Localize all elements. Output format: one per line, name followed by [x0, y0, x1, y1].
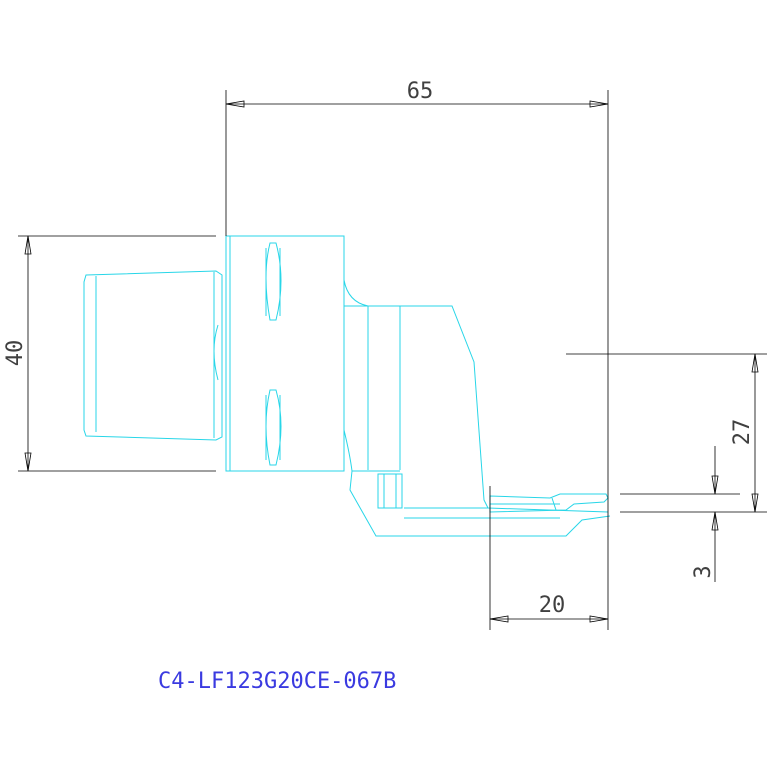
arrow-left: [225, 100, 245, 108]
arrow-top: [24, 235, 32, 255]
part-number: C4-LF123G20CE-067B: [158, 669, 396, 694]
neck-profile: [343, 279, 609, 513]
arrow-top: [751, 353, 759, 373]
dimension-height: 40: [3, 235, 216, 472]
arrow-bottom: [751, 493, 759, 513]
dimension-label: 40: [3, 340, 28, 367]
dimension-tip-offset: 27: [566, 353, 767, 513]
dimension-label: 65: [407, 79, 434, 104]
tool-holder-outline: [83, 235, 611, 537]
insert-seat: [377, 473, 403, 509]
dimension-tip-length: 20: [489, 486, 609, 630]
dimension-tip-thickness: 3: [620, 446, 740, 582]
arrow-right: [589, 100, 609, 108]
dimension-label: 3: [691, 565, 716, 578]
lower-body: [343, 429, 611, 537]
arrow-bottom: [711, 511, 719, 531]
arrow-right: [589, 615, 609, 623]
clamp-slot-top: [265, 242, 282, 321]
dimension-overall-length: 65: [225, 79, 609, 512]
arrow-bottom: [24, 452, 32, 472]
head-block: [225, 235, 345, 472]
clamp-slot-bottom: [265, 389, 282, 466]
dimension-label: 27: [730, 419, 755, 446]
cutting-tip: [489, 493, 609, 513]
dimension-label: 20: [539, 593, 566, 618]
shank-body: [83, 270, 223, 441]
arrow-left: [489, 615, 509, 623]
shank-collar-arc: [213, 324, 219, 381]
arrow-top: [711, 475, 719, 495]
